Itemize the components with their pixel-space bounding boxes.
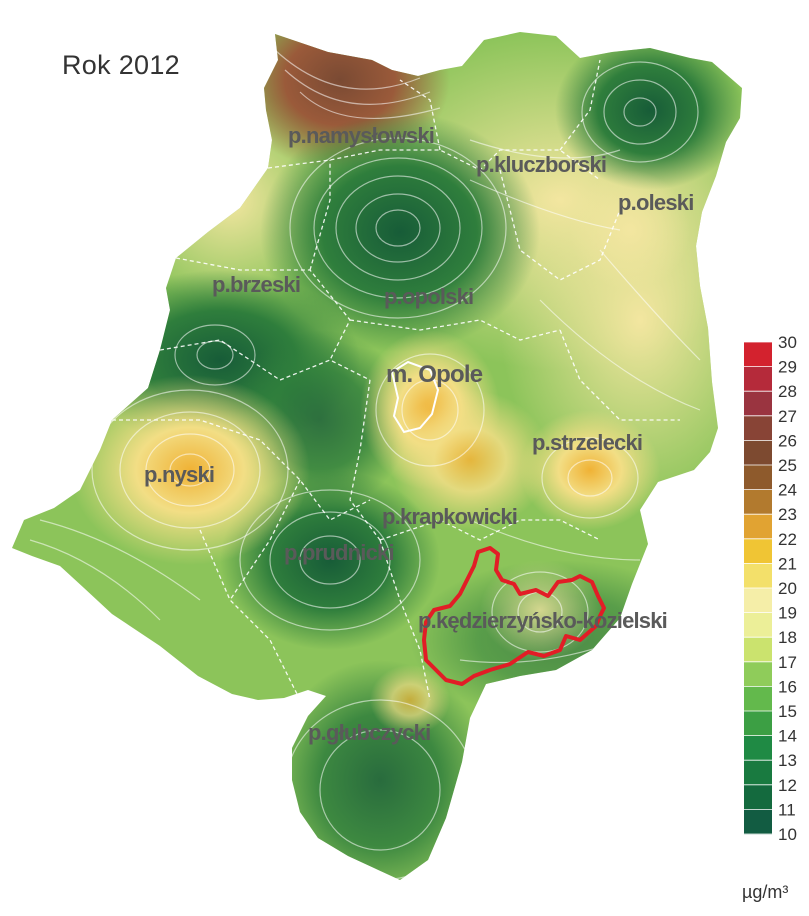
label-namyslowski: p.namysłowski (288, 123, 434, 148)
label-kedzierzynsko-kozielski: p.kędzierzyńsko-kozielski (418, 608, 667, 633)
legend-tick-label: 11 (778, 800, 796, 819)
legend-swatch (744, 809, 772, 835)
legend-tick-label: 24 (778, 481, 797, 500)
label-strzelecki: p.strzelecki (532, 430, 642, 455)
legend-swatch (744, 661, 772, 687)
opole-city-outline (390, 360, 440, 434)
legend-swatches (744, 341, 772, 835)
district-labels: p.namysłowski p.kluczborski p.oleski p.b… (144, 123, 694, 745)
legend-tick-label: 19 (778, 604, 797, 623)
legend-swatch (744, 686, 772, 712)
legend-tick-label: 18 (778, 628, 797, 647)
legend-swatch (744, 760, 772, 786)
legend-tick-label: 17 (778, 653, 797, 672)
legend-tick-label: 10 (778, 825, 797, 844)
legend-tick-label: 30 (778, 333, 797, 352)
legend-swatch (744, 735, 772, 761)
label-kluczborski: p.kluczborski (476, 152, 606, 177)
legend-tick-label: 15 (778, 702, 797, 721)
legend-swatch (744, 588, 772, 614)
legend-swatch (744, 489, 772, 515)
legend-ticks: 30 29 28 27 26 25 24 23 22 21 20 19 18 17 16 15 14 13 12 11… (778, 333, 797, 844)
legend-swatch (744, 366, 772, 392)
legend-tick-label: 13 (778, 751, 797, 770)
legend-tick-label: 14 (778, 727, 797, 746)
legend-swatch (744, 391, 772, 417)
label-opole-city: m. Opole (386, 361, 483, 388)
district-borders (112, 59, 680, 701)
legend-swatch (744, 538, 772, 564)
legend-tick-label: 29 (778, 358, 797, 377)
legend-swatch (744, 465, 772, 491)
legend-swatch (744, 342, 772, 368)
label-nyski: p.nyski (144, 462, 214, 487)
label-glubczycki: p.głubczycki (308, 720, 430, 745)
legend-swatch (744, 784, 772, 810)
legend-tick-label: 25 (778, 456, 797, 475)
legend-swatch (744, 711, 772, 737)
label-brzeski: p.brzeski (212, 272, 300, 297)
label-opolski: p.opolski (384, 284, 473, 309)
legend-tick-label: 26 (778, 431, 797, 450)
label-krapkowicki: p.krapkowicki (382, 504, 517, 529)
legend-tick-label: 21 (778, 554, 797, 573)
highlighted-district-outline (422, 546, 606, 686)
legend-swatch (744, 563, 772, 589)
legend-swatch (744, 440, 772, 466)
legend-swatch (744, 637, 772, 663)
unit-label: µg/m³ (742, 882, 789, 902)
legend-swatch (744, 514, 772, 540)
legend-tick-label: 16 (778, 677, 797, 696)
label-prudnicki: p.prudnicki (284, 540, 394, 565)
legend-swatch (744, 415, 772, 441)
year-label: Rok 2012 (62, 50, 180, 80)
legend-tick-label: 12 (778, 776, 797, 795)
legend-tick-label: 27 (778, 407, 797, 426)
legend-tick-label: 22 (778, 530, 797, 549)
legend-tick-label: 28 (778, 382, 797, 401)
label-oleski: p.oleski (618, 190, 694, 215)
legend-tick-label: 20 (778, 579, 797, 598)
legend-color-scale: 30 29 28 27 26 25 24 23 22 21 20 19 18 17 16 15 14 13 12 11… (744, 333, 797, 844)
legend-tick-label: 23 (778, 505, 797, 524)
legend-swatch (744, 612, 772, 638)
